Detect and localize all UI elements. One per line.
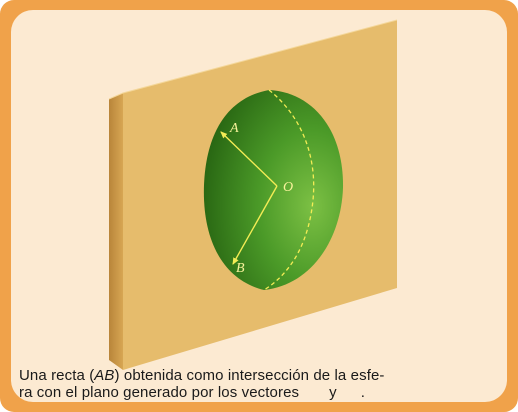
- caption-line2-start: ra con el plano generado por los vectore…: [19, 384, 300, 401]
- caption-middle: ) obtenida como intersección de la esfe-: [114, 367, 385, 384]
- caption-line-1: Una recta (AB) obtenida como intersecció…: [19, 367, 499, 384]
- hemisphere: [203, 90, 344, 290]
- plane-side-edge: [109, 93, 123, 370]
- label-a: A: [229, 121, 239, 136]
- caption-prefix: Una recta (: [19, 367, 95, 384]
- caption-line-2: ra con el plano generado por los vectore…: [19, 384, 499, 401]
- vector-ob: [232, 185, 278, 265]
- figure-caption: Una recta (AB) obtenida como intersecció…: [19, 367, 499, 401]
- figure-panel: A O B Una recta (AB) obtenida como inter…: [11, 10, 507, 402]
- plane-top-edge: [108, 19, 398, 100]
- label-b: B: [236, 261, 245, 276]
- vector-oa: [220, 131, 278, 187]
- label-o: O: [283, 180, 293, 195]
- caption-y: y: [329, 384, 337, 401]
- caption-end: .: [360, 384, 365, 401]
- caption-ab: AB: [94, 367, 115, 384]
- dashed-circle: [263, 89, 315, 291]
- sphere-plane-diagram: A O B: [108, 19, 398, 370]
